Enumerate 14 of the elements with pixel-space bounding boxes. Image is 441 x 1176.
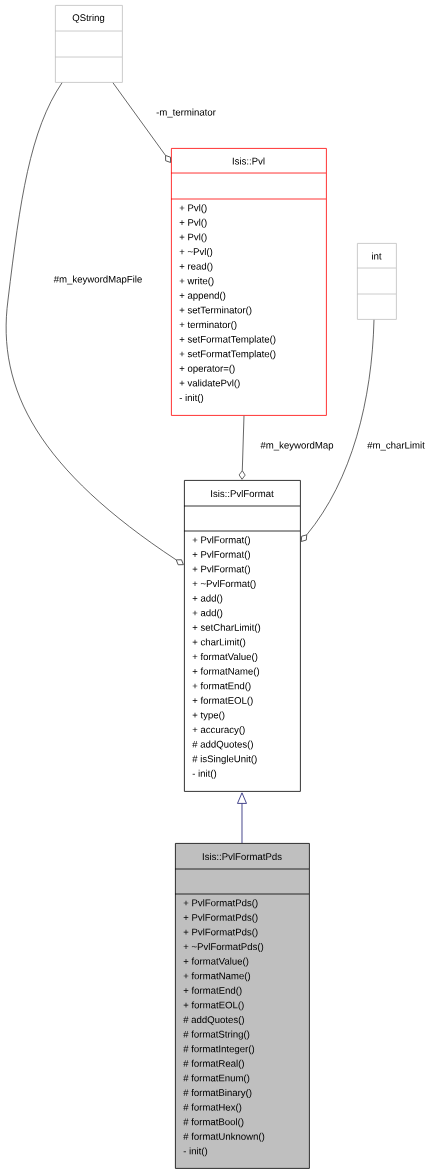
- class-box: int: [356, 243, 397, 320]
- aggregation-line: [238, 415, 246, 480]
- class-box: Isis::PvlFormat + PvlFormat() + PvlFormat() + PvlFormat() + ~PvlFormat() + add() + add() + setCharLimit() + charLimit() + formatValue() + formatName() + formatEnd() + formatEOL() + type() + accuracy() # addQuotes() # isSingleUnit() - init(): [183, 480, 301, 792]
- aggregation-line: [5, 82, 184, 566]
- class-box: QString: [54, 5, 123, 83]
- edge-label: #m_keywordMap: [259, 440, 335, 452]
- inheritance-arrow: [237, 792, 247, 844]
- class-box: Isis::Pvl + Pvl() + Pvl() + Pvl() + ~Pvl() + read() + write() + append() + setTerminator() + terminator() + setFormatTemplate() + setFormatTemplate() + operator=() + validatePvl() - init(): [170, 148, 327, 416]
- aggregation-line: [112, 82, 171, 163]
- class-box: Isis::PvlFormatPds + PvlFormatPds() + PvlFormatPds() + PvlFormatPds() + ~PvlFormatPds() + formatValue() + formatName() + formatEnd() + formatEOL() # addQuotes() # formatString() # formatInteger() # formatReal() # formatEnum() # formatBinary() # formatHex() # formatBool() # formatUnknown() - init(): [174, 843, 310, 1169]
- edge-label: -m_terminator: [155, 107, 217, 119]
- aggregation-line: [300, 319, 375, 542]
- edge-label: #m_keywordMapFile: [52, 274, 144, 286]
- edge-label: #m_charLimit: [366, 440, 426, 452]
